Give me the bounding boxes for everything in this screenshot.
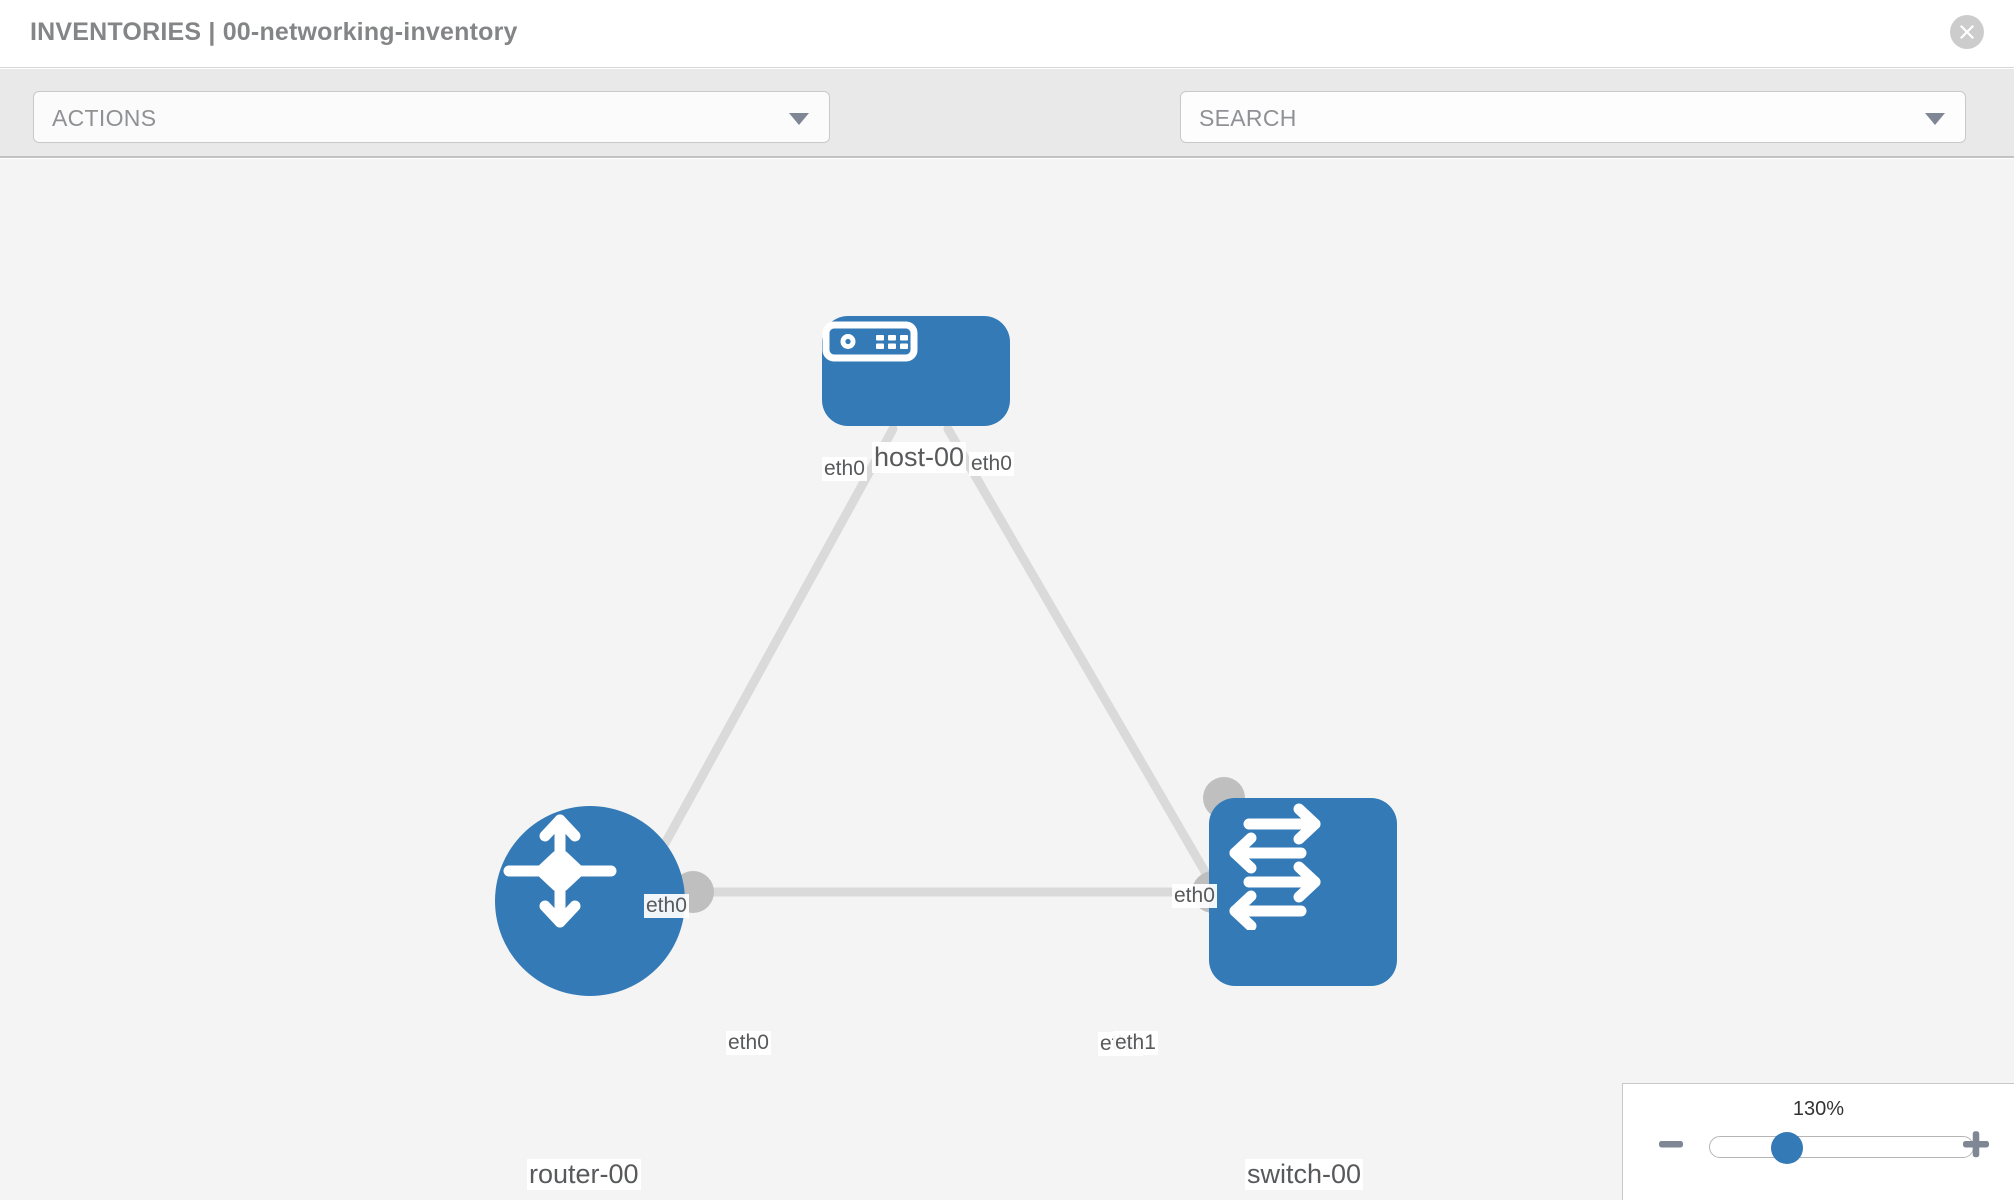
actions-dropdown[interactable]: ACTIONS (33, 91, 830, 143)
node-label-switch-00: switch-00 (1245, 1159, 1364, 1190)
edge-label-router-right: eth0 (726, 1031, 771, 1055)
page-header: INVENTORIES | 00-networking-inventory (0, 0, 2014, 68)
edge-label-switch-left: eth1 (1113, 1031, 1158, 1055)
edge-label-router-up: eth0 (644, 894, 689, 918)
search-placeholder: SEARCH (1199, 105, 1297, 131)
minus-icon[interactable] (1655, 1128, 1687, 1160)
zoom-control-panel: 130% (1622, 1083, 2014, 1200)
zoom-slider-thumb[interactable] (1771, 1132, 1803, 1164)
edge-label-host-right: eth0 (969, 452, 1014, 476)
edge-label-switch-up: eth0 (1172, 884, 1217, 908)
topology-canvas[interactable]: host-00 router-00 switch-00 eth0 eth0 et… (0, 159, 2014, 1200)
search-input[interactable]: SEARCH (1180, 91, 1966, 143)
close-icon[interactable] (1950, 15, 1984, 49)
router-arrows-icon (503, 814, 617, 928)
zoom-slider[interactable] (1709, 1136, 1974, 1158)
node-switch-00[interactable] (1209, 798, 1397, 986)
edge-label-host-left: eth0 (822, 457, 867, 481)
link-host-router (635, 424, 898, 894)
topology-links (635, 424, 1220, 897)
node-label-router-00: router-00 (527, 1159, 641, 1190)
server-icon (822, 321, 918, 362)
plus-icon[interactable] (1960, 1128, 1992, 1160)
node-label-host-00: host-00 (872, 442, 967, 473)
chevron-down-icon (789, 113, 809, 125)
node-host-00[interactable] (822, 316, 1010, 426)
link-host-switch (943, 424, 1220, 894)
toolbar: ACTIONS SEARCH (0, 69, 2014, 197)
page-title: INVENTORIES | 00-networking-inventory (30, 18, 518, 46)
zoom-level-label: 130% (1792, 1098, 1845, 1120)
actions-dropdown-label: ACTIONS (52, 105, 157, 131)
switch-arrows-icon (1229, 803, 1321, 930)
chevron-down-icon (1925, 113, 1945, 125)
